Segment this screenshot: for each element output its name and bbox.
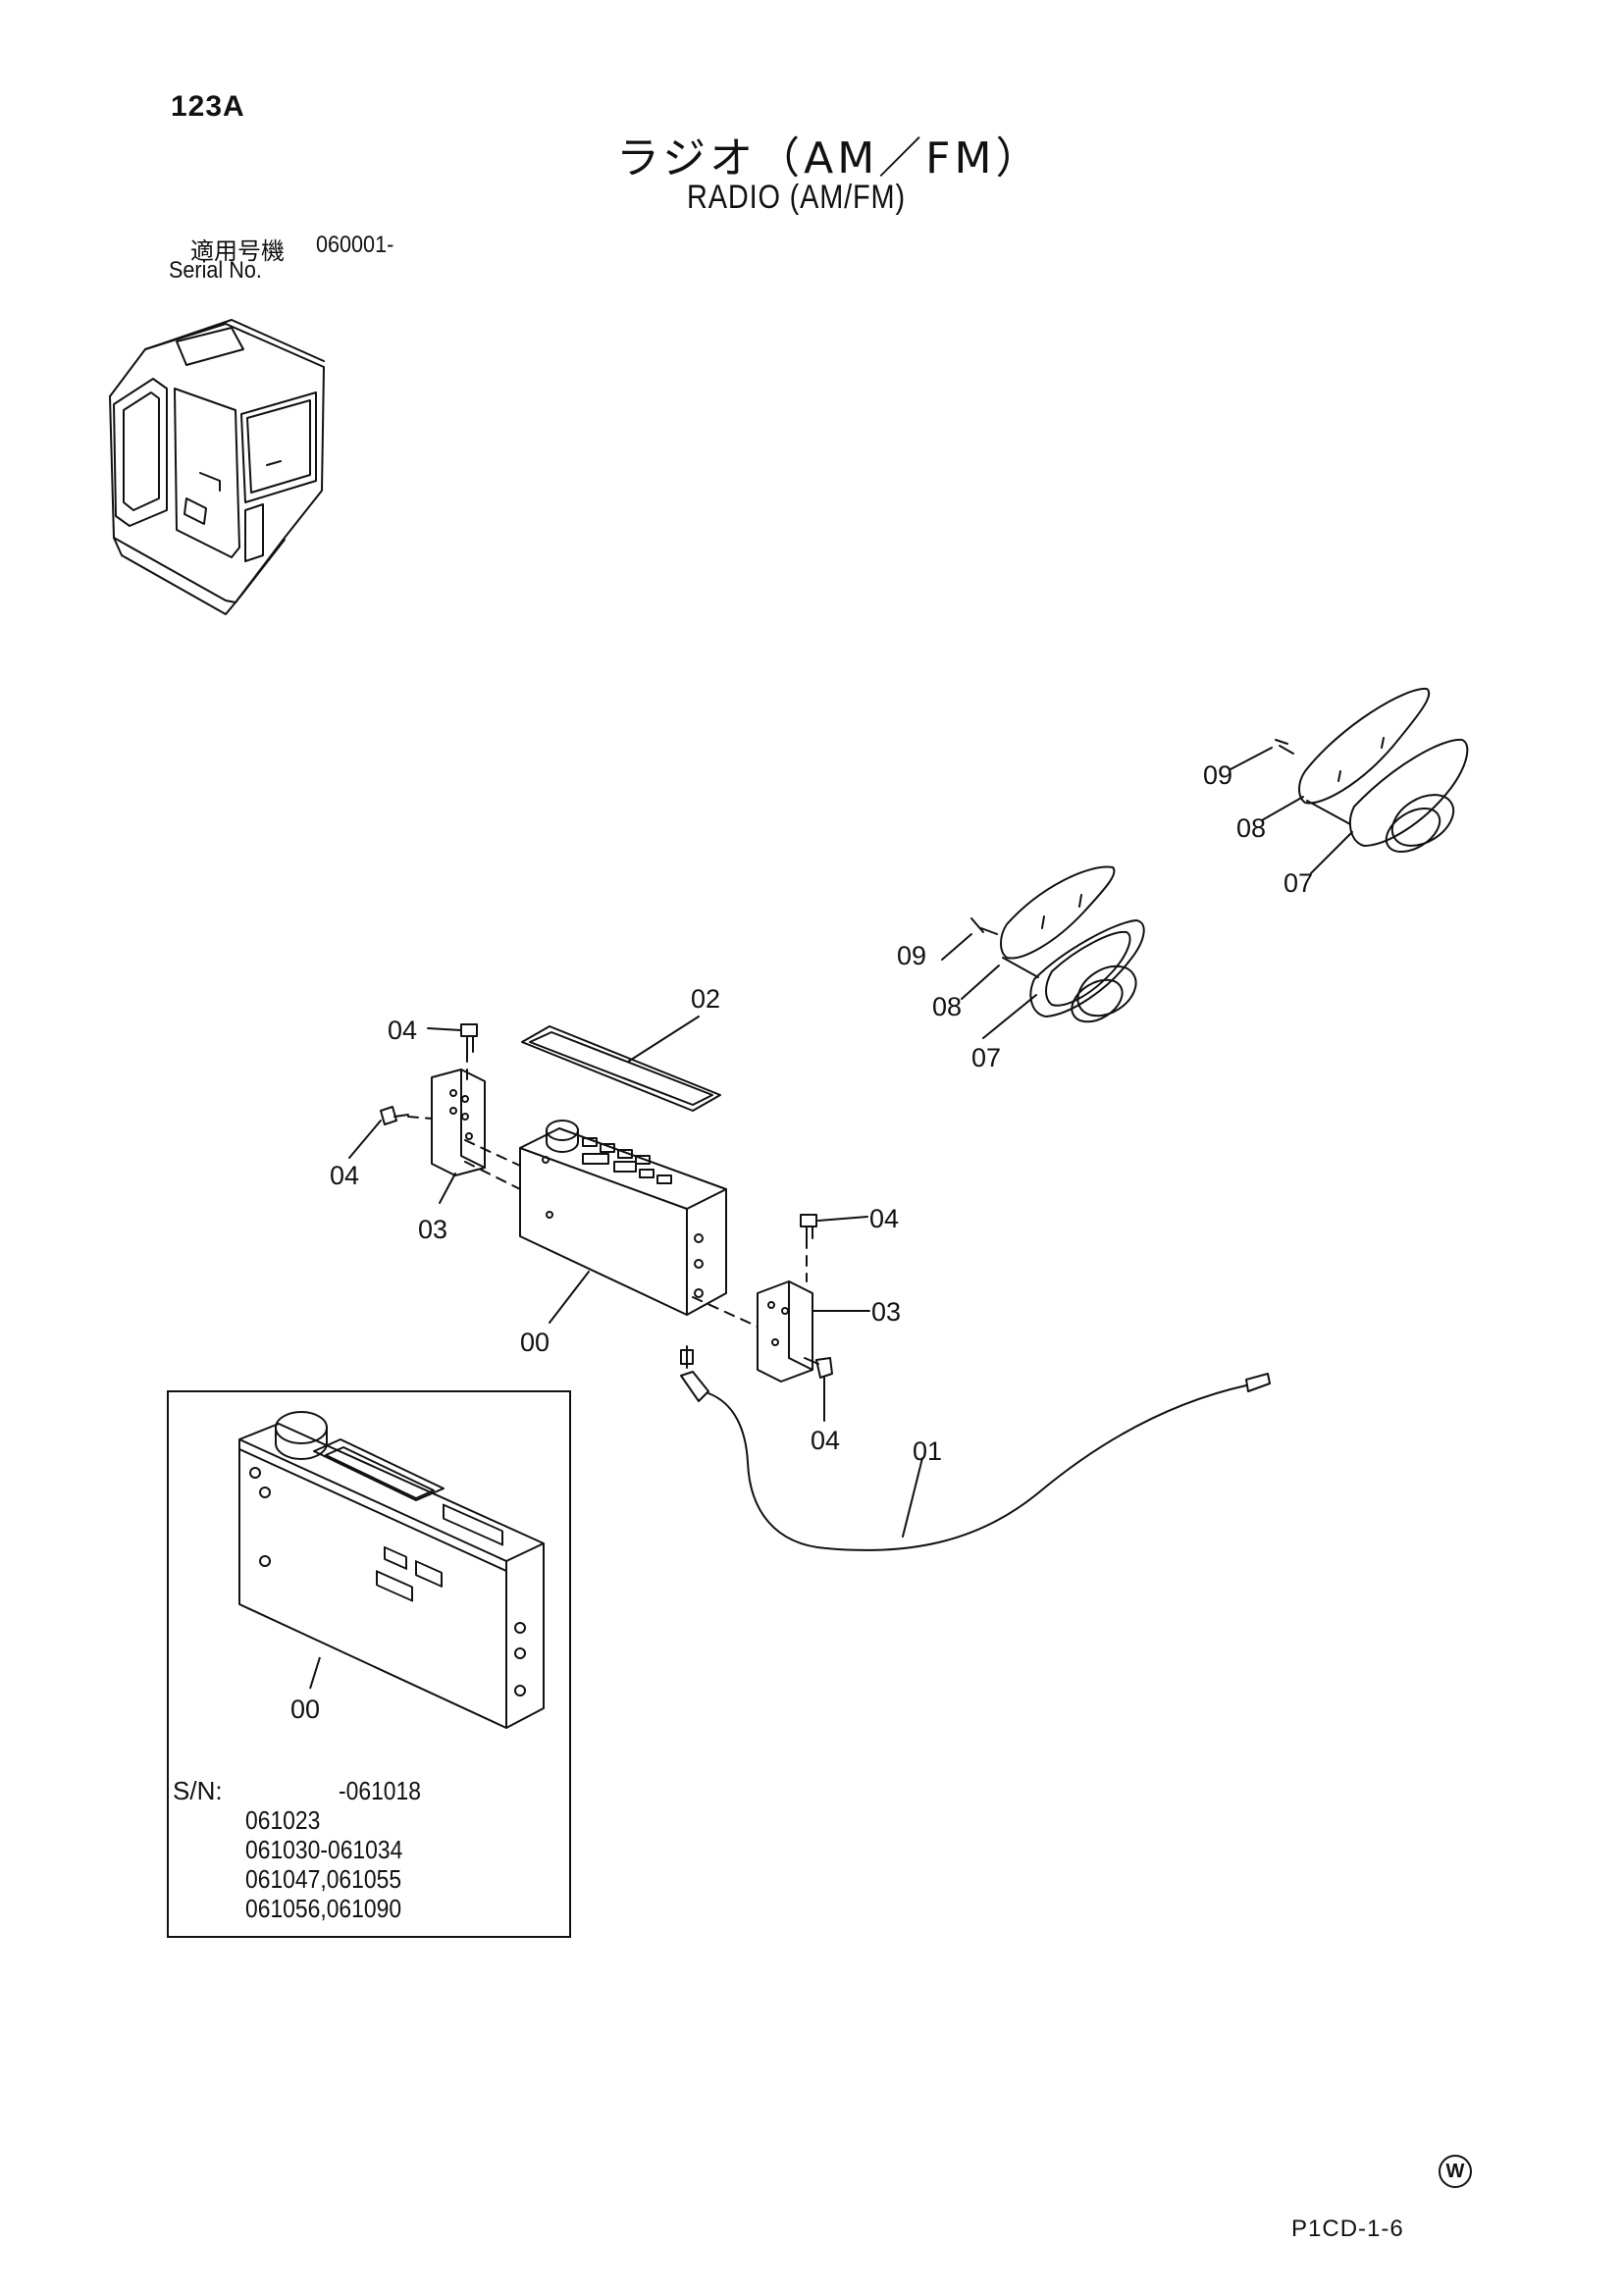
callout-bolt-2: 04 bbox=[330, 1161, 359, 1190]
title-english: RADIO (AM/FM) bbox=[687, 179, 906, 216]
inset-alternate-radio: 00 bbox=[167, 1390, 571, 1938]
callout-grille-lower: 08 bbox=[932, 992, 962, 1021]
right-bracket bbox=[757, 1280, 813, 1383]
callout-cover: 02 bbox=[691, 984, 720, 1014]
serial-range: 060001- bbox=[316, 232, 394, 258]
radio-cover bbox=[521, 1025, 721, 1112]
callout-labels: 04 04 03 02 00 04 03 04 01 09 08 07 09 0… bbox=[330, 760, 1313, 1466]
callout-grille-upper: 08 bbox=[1236, 813, 1266, 843]
callout-bracket-1: 03 bbox=[418, 1215, 447, 1244]
inset-sn-line-1: -061018 bbox=[339, 1776, 421, 1805]
bolts bbox=[380, 1023, 833, 1379]
speaker-upper bbox=[1275, 687, 1469, 854]
inset-sn-line-2: 061023 bbox=[245, 1805, 321, 1835]
serial-label-japanese: 適用号機 bbox=[190, 237, 285, 265]
callout-radio: 00 bbox=[520, 1328, 550, 1357]
inset-radio-drawing: 00 bbox=[238, 1411, 545, 1729]
speaker-lower bbox=[970, 865, 1145, 1023]
callout-bracket-2: 03 bbox=[871, 1297, 901, 1327]
inset-sn-label: S/N: bbox=[173, 1776, 223, 1805]
callout-antenna: 01 bbox=[913, 1436, 942, 1466]
radio-unit bbox=[519, 1120, 727, 1316]
callout-speaker-lower: 07 bbox=[971, 1043, 1001, 1072]
callout-bolt-4: 04 bbox=[811, 1426, 840, 1455]
inset-sn-line-3: 061030-061034 bbox=[245, 1835, 403, 1864]
page-number: 123A bbox=[171, 90, 245, 123]
inset-sn-line-4: 061047,061055 bbox=[245, 1864, 402, 1894]
inset-callout-radio: 00 bbox=[290, 1695, 320, 1724]
callout-speaker-upper: 07 bbox=[1283, 868, 1313, 898]
left-bracket bbox=[431, 1069, 486, 1176]
alignment-lines bbox=[407, 1051, 808, 1328]
leader-lines bbox=[348, 747, 1353, 1538]
serial-label-english: Serial No. bbox=[169, 257, 262, 284]
w-circle-mark: W bbox=[1439, 2155, 1472, 2188]
inset-sn-line-5: 061056,061090 bbox=[245, 1894, 402, 1923]
callout-bolt-1: 04 bbox=[388, 1016, 417, 1045]
callout-screw-lower: 09 bbox=[897, 941, 926, 970]
callout-screw-upper: 09 bbox=[1203, 760, 1232, 790]
document-code: P1CD-1-6 bbox=[1291, 2216, 1404, 2242]
antenna-cable bbox=[680, 1345, 1271, 1551]
title-japanese: ラジオ（AM／FM） bbox=[616, 133, 1043, 183]
callout-bolt-3: 04 bbox=[869, 1204, 899, 1233]
cab-locator-illustration bbox=[109, 319, 325, 615]
